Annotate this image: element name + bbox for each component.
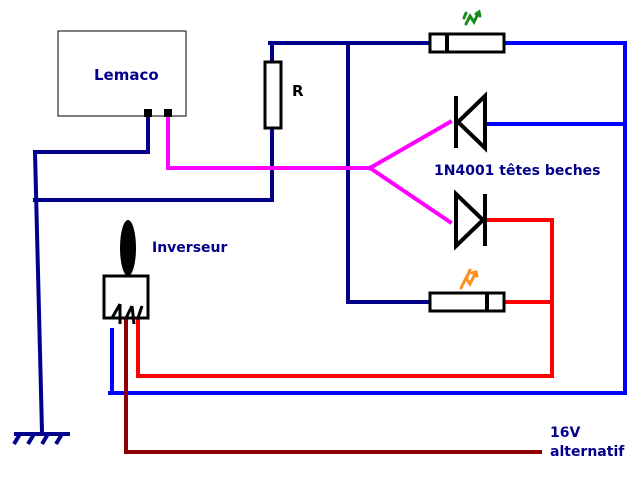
diode-icon [454, 91, 487, 153]
label-supply-voltage: 16V [550, 425, 580, 441]
dark-blue-wires [32, 41, 432, 435]
label-lemaco: Lemaco [94, 66, 159, 84]
diode-icon [454, 189, 487, 251]
lemaco-pin-left [144, 109, 152, 117]
ground-symbol-icon [12, 432, 70, 446]
wire-signal-to-diode-top [367, 119, 453, 171]
led-green [428, 32, 506, 54]
light-emission-arrows-icon [462, 9, 482, 26]
switch-pins [110, 303, 144, 325]
wire-signal-to-diode-bottom [367, 165, 453, 225]
blue-wires [108, 41, 627, 395]
led-orange [428, 291, 506, 313]
red-wires [136, 218, 554, 378]
wire-ground-vertical [32, 149, 45, 435]
resistor [263, 60, 283, 130]
label-diodes: 1N4001 têtes beches [434, 163, 601, 179]
dark-red-wires [124, 314, 542, 454]
lemaco-module [57, 30, 187, 117]
light-emission-arrows-icon [459, 268, 479, 290]
label-supply-type: alternatif [550, 444, 625, 460]
label-switch: Inverseur [152, 240, 227, 256]
lemaco-pin-right [164, 109, 172, 117]
label-resistor: R [292, 82, 304, 100]
magenta-wires [166, 110, 453, 225]
toggle-lever-icon [120, 220, 136, 276]
